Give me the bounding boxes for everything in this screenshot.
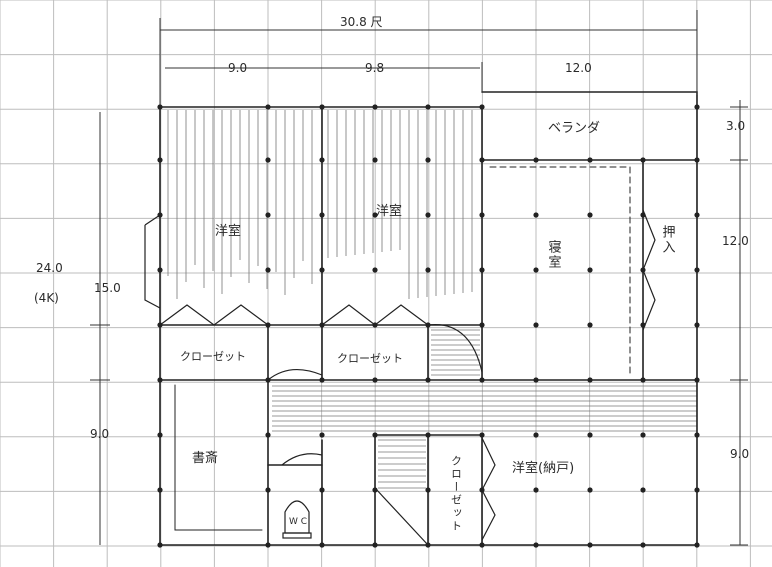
label-western-left: 洋室 <box>215 223 241 239</box>
door-swing-study <box>267 369 323 381</box>
dim-left-total: 24.0 <box>36 261 63 275</box>
dim-right-mid: 12.0 <box>722 234 749 248</box>
hatching-western-center <box>327 110 473 299</box>
dim-overall: 30.8 尺 <box>340 15 383 29</box>
hatching-staircase <box>378 329 480 489</box>
dim-right-top: 3.0 <box>726 119 745 133</box>
stair-diagonal <box>374 487 429 546</box>
label-storage-room: 洋室(納戸) <box>512 460 574 476</box>
column-markers <box>157 104 700 548</box>
label-wc: W C <box>289 517 307 527</box>
closet-door-left <box>159 304 269 326</box>
door-swing-wc <box>281 453 323 466</box>
floor-hatching <box>167 110 697 489</box>
label-oshiire: 押入 <box>660 225 676 255</box>
closet-doors <box>144 209 656 541</box>
label-veranda: ベランダ <box>548 121 600 136</box>
dim-left-lower: 9.0 <box>90 427 109 441</box>
study-window <box>144 214 161 309</box>
dim-right-bottom: 9.0 <box>730 447 749 461</box>
label-closet-vertical: クローゼット <box>450 455 463 533</box>
hatching-western-left <box>167 110 313 299</box>
label-closet-center: クローゼット <box>337 352 403 365</box>
dim-top-right: 12.0 <box>565 61 592 75</box>
label-western-center: 洋室 <box>376 203 402 219</box>
label-study: 書斎 <box>192 450 218 466</box>
toilet-icon <box>282 500 312 539</box>
label-bedroom: 寝室 <box>546 239 562 270</box>
dim-top-left: 9.0 <box>228 61 247 75</box>
dim-left-note: (4K) <box>34 291 59 305</box>
dim-left-upper: 15.0 <box>94 281 121 295</box>
study-inner <box>174 384 263 531</box>
bedroom-inner <box>489 166 631 376</box>
door-swing-closet <box>427 323 483 373</box>
hatching-hallway <box>272 385 697 432</box>
dim-top-mid: 9.8 <box>365 61 384 75</box>
label-closet-left: クローゼット <box>180 350 246 363</box>
dimension-lines <box>90 10 748 546</box>
